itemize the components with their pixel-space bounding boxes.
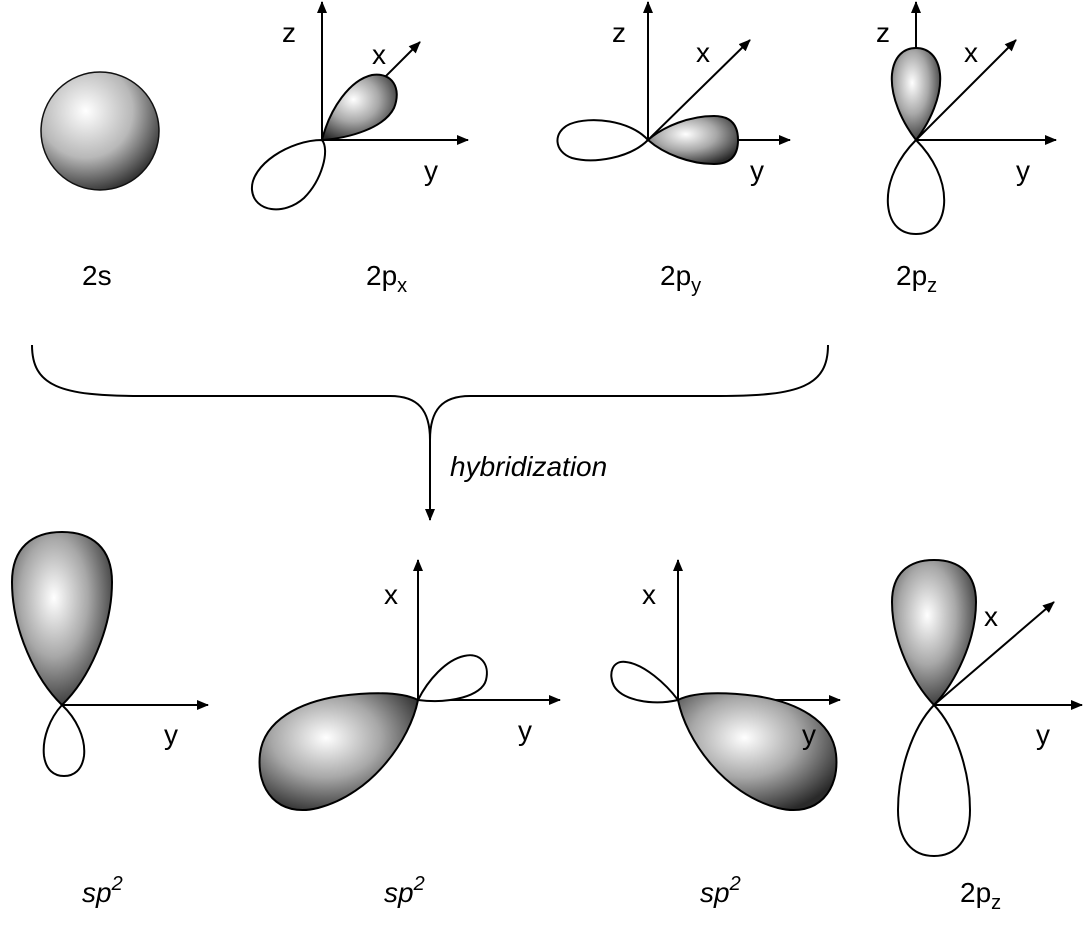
label-2pz-top: 2pz: [896, 260, 937, 297]
2px-orbital-panel: z x y: [250, 1, 469, 211]
y-axis-label: y: [802, 719, 816, 750]
sp2-1-small-lobe: [42, 703, 86, 778]
sp2-3-large-lobe: [676, 692, 838, 811]
2px-front-lobe: [320, 73, 398, 142]
sp2-orbital-2-panel: x y: [258, 559, 561, 811]
y-axis-label: y: [750, 155, 764, 186]
x-axis: [933, 601, 1055, 706]
label-2py: 2py: [660, 260, 701, 297]
2pz-upper-lobe: [890, 46, 942, 142]
sp2-orbital-1-panel: y: [10, 530, 209, 778]
x-axis-label: x: [384, 579, 398, 610]
label-2px: 2px: [366, 260, 407, 297]
hybridization-brace: [31, 344, 829, 441]
x-axis: [915, 39, 1017, 141]
2pz-orbital-panel: z x y: [876, 1, 1057, 236]
x-axis-label: x: [964, 37, 978, 68]
sp2-1-large-lobe: [10, 530, 114, 707]
x-axis: [647, 39, 751, 141]
label-2s: 2s: [82, 260, 112, 291]
2px-back-lobe: [250, 138, 327, 211]
y-axis-label: y: [164, 719, 178, 750]
sp2-2-large-lobe: [258, 692, 420, 811]
2py-front-lobe: [646, 114, 740, 166]
z-axis-label: z: [876, 17, 890, 48]
z-axis-label: z: [282, 17, 296, 48]
z-axis-label: z: [612, 17, 626, 48]
y-axis-label: y: [1016, 155, 1030, 186]
label-2pz-bottom: 2pz: [960, 877, 1001, 914]
x-axis-label: x: [642, 579, 656, 610]
2s-orbital-sphere: [40, 71, 160, 191]
2pz-bottom-panel: x y: [890, 558, 1083, 858]
label-sp2-3: sp2: [700, 873, 741, 908]
label-sp2-2: sp2: [384, 873, 425, 908]
2pz-bottom-upper-lobe: [890, 558, 978, 707]
2pz-bottom-lower-lobe: [896, 703, 972, 858]
hybridization-label: hybridization: [450, 451, 607, 482]
y-axis-label: y: [1036, 719, 1050, 750]
2pz-lower-lobe: [886, 138, 946, 236]
sp2-orbital-3-panel: x y: [610, 559, 841, 811]
y-axis-label: y: [424, 155, 438, 186]
x-axis-label: x: [372, 39, 386, 70]
sp2-2-small-lobe: [416, 654, 488, 702]
y-axis-label: y: [518, 715, 532, 746]
x-axis-label: x: [696, 37, 710, 68]
x-axis-label: x: [984, 601, 998, 632]
sp2-3-small-lobe: [610, 660, 680, 704]
2py-orbital-panel: z x y: [556, 1, 791, 186]
label-sp2-1: sp2: [82, 873, 123, 908]
2py-back-lobe: [556, 119, 650, 162]
